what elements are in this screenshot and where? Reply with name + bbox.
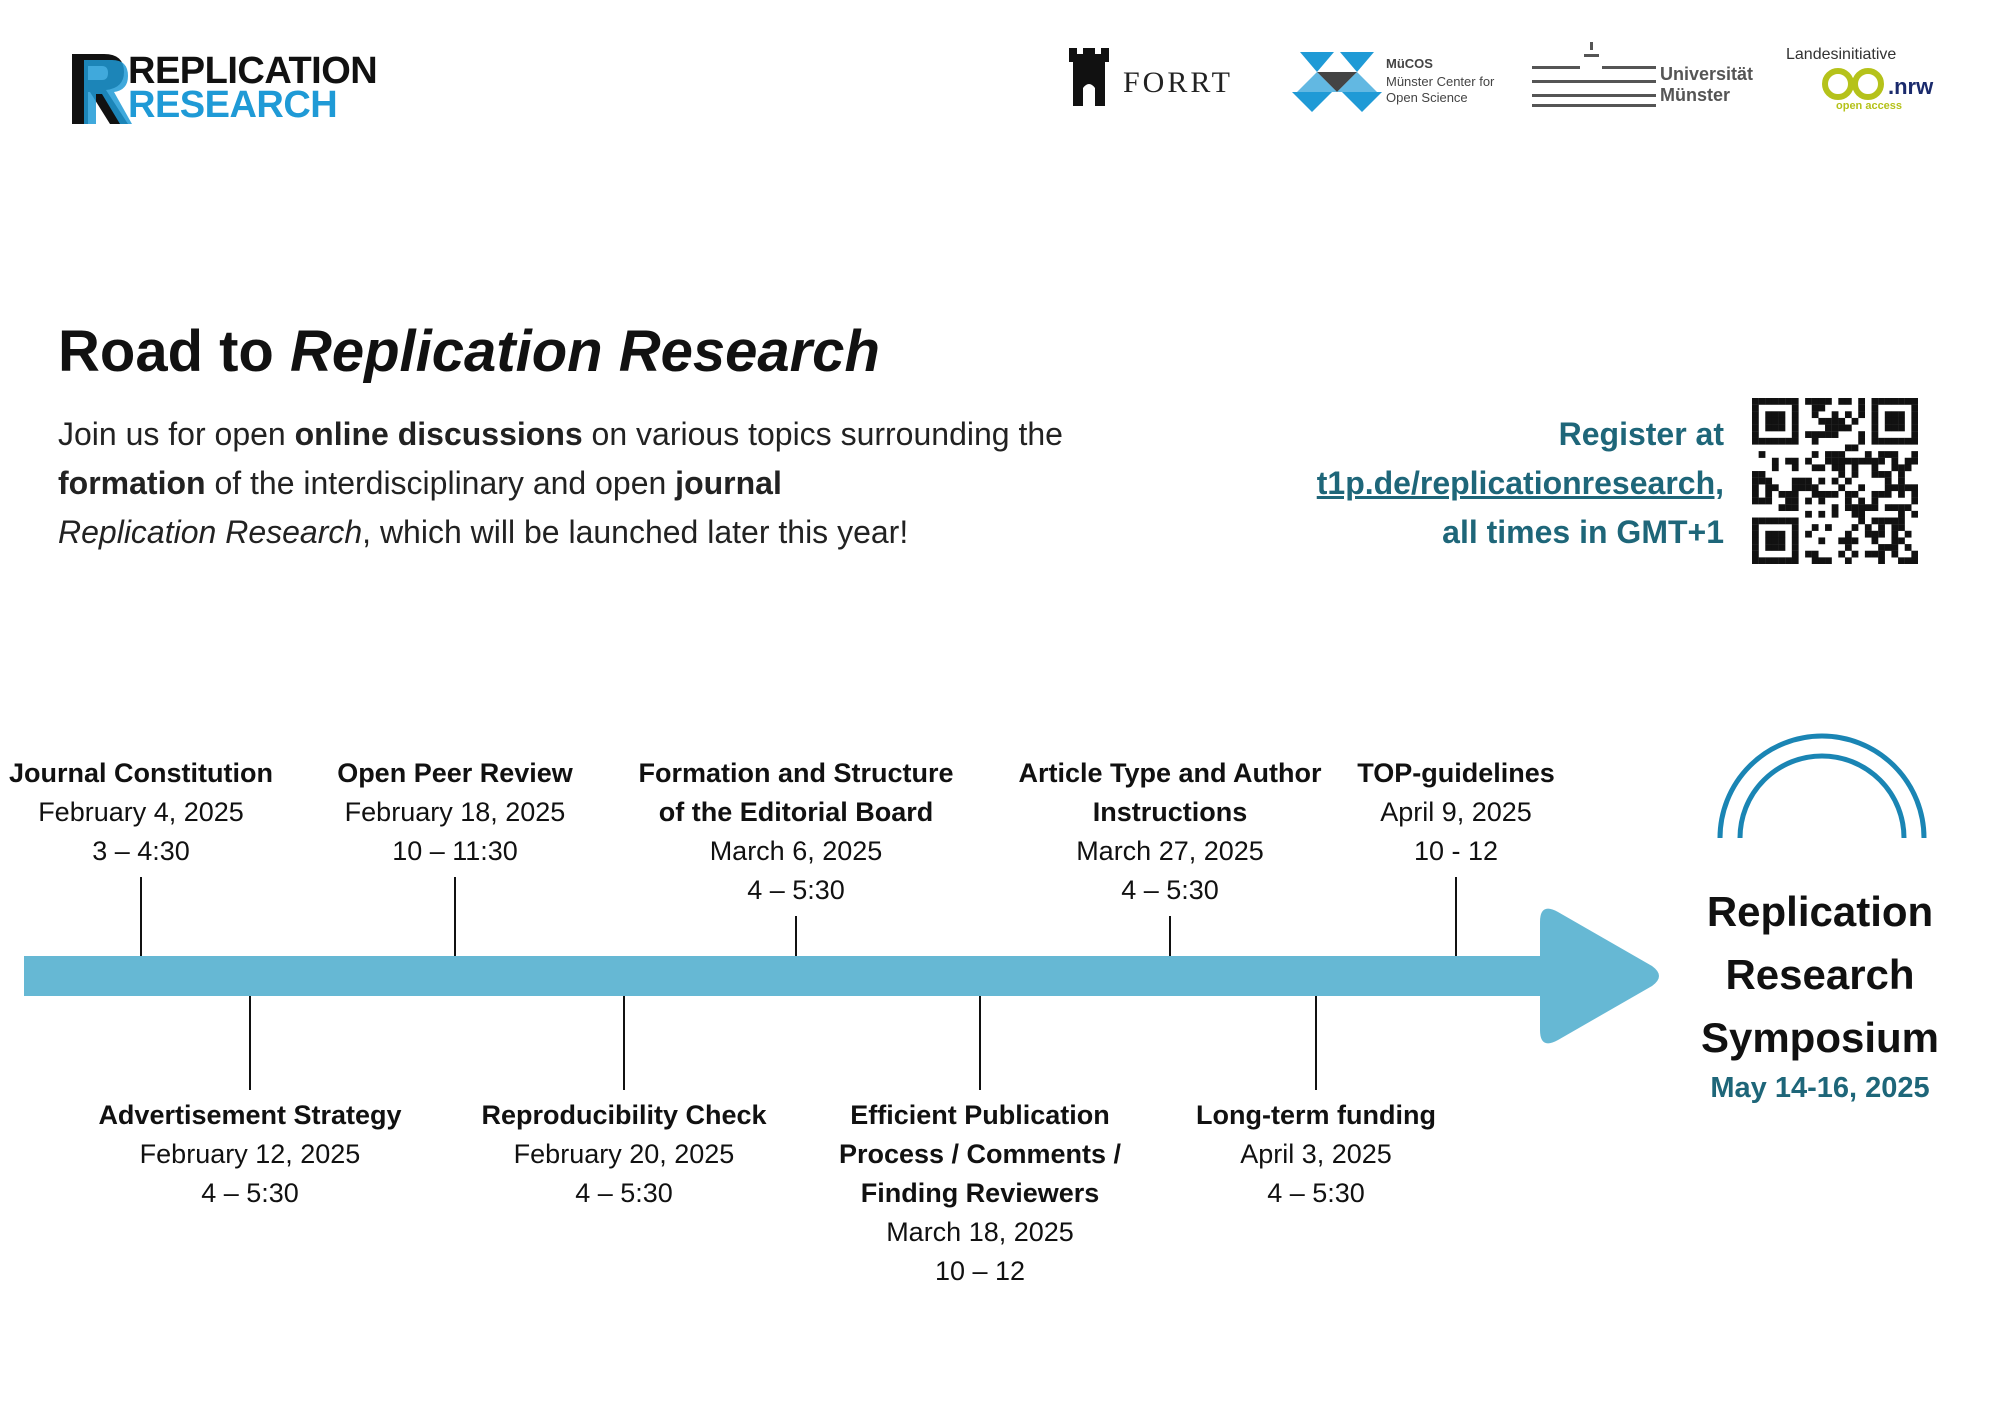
event-time: 10 – 11:30 (392, 836, 518, 866)
uni-line1: Universität (1660, 64, 1754, 84)
timeline-tick (249, 996, 251, 1090)
event-title: Formation and Structure (638, 758, 954, 788)
event-date: March 18, 2025 (886, 1217, 1074, 1247)
replication-research-logo: REPLICATION RESEARCH (70, 48, 390, 128)
timeline-bar (24, 956, 1544, 996)
symposium-title: Replication Research Symposium (1650, 880, 1990, 1069)
timeline-tick (454, 877, 456, 956)
intro-bold: online discussions (294, 416, 583, 452)
timeline-tick (140, 877, 142, 956)
intro-bold: journal (675, 465, 782, 501)
event-time: 10 – 12 (934, 1256, 1026, 1286)
title-italic: Replication Research (289, 319, 880, 384)
mucos-name: MüCOS (1386, 56, 1433, 71)
event-time: 4 – 5:30 (1267, 1178, 1365, 1208)
symposium-title-line: Research (1725, 951, 1915, 998)
timeline-tick (1455, 877, 1457, 956)
symposium-date: May 14-16, 2025 (1710, 1072, 1930, 1104)
timeline-arrowhead (1540, 908, 1659, 1044)
logo-text-research: RESEARCH (128, 84, 338, 126)
title-plain: Road to (58, 319, 290, 384)
register-link[interactable]: t1p.de/replicationresearch, (1316, 465, 1724, 501)
event-title: TOP-guidelines (1357, 758, 1555, 788)
event-title: Long-term funding (1196, 1100, 1436, 1130)
oa-rings-icon (1822, 68, 1884, 100)
oa-nrw-suffix: .nrw (1888, 74, 1934, 99)
register-timezone: all times in GMT+1 (1442, 514, 1724, 550)
intro-paragraph: Join us for open online discussions on v… (58, 410, 1138, 557)
rr-monogram-icon (72, 54, 132, 124)
event-title: of the Editorial Board (658, 797, 934, 827)
timeline-tick (795, 916, 797, 956)
event-title: Advertisement Strategy (98, 1100, 402, 1130)
event-title: Article Type and Author (1018, 758, 1322, 788)
event-title: Journal Constitution (9, 758, 273, 788)
symposium-arc-inner (1737, 753, 1907, 839)
intro-text: , which will be launched later this year… (362, 514, 909, 550)
timeline-tick (1315, 996, 1317, 1090)
event-date: April 9, 2025 (1380, 797, 1532, 827)
event-date: February 4, 2025 (38, 797, 244, 827)
timeline-tick (979, 996, 981, 1090)
intro-text: of the interdisciplinary and open (205, 465, 676, 501)
timeline-event: Formation and Structure of the Editorial … (576, 754, 1016, 910)
event-title: Open Peer Review (337, 758, 573, 788)
symposium-title-line: Replication (1706, 888, 1934, 935)
event-time: 4 – 5:30 (575, 1178, 673, 1208)
symposium-title-line: Symposium (1700, 1014, 1940, 1061)
event-title: Instructions (1092, 797, 1248, 827)
uni-emblem-icon (1532, 42, 1656, 107)
event-date: April 3, 2025 (1240, 1139, 1392, 1169)
event-time: 4 – 5:30 (747, 875, 845, 905)
event-date: March 27, 2025 (1076, 836, 1264, 866)
timeline-tick (1169, 916, 1171, 956)
event-date: February 12, 2025 (139, 1139, 361, 1169)
oa-nrw-logo: Landesinitiative .nrw open access (1786, 46, 1986, 116)
register-label: Register at (1558, 416, 1724, 452)
register-info: Register at t1p.de/replicationresearch, … (1317, 410, 1724, 557)
forrt-logo: FORRT (1063, 48, 1263, 108)
triangles-icon (1292, 52, 1382, 112)
event-time: 10 - 12 (1413, 836, 1499, 866)
event-date: February 20, 2025 (513, 1139, 735, 1169)
mucos-logo: MüCOS Münster Center for Open Science (1292, 50, 1512, 116)
uni-line2: Münster (1660, 85, 1731, 105)
oa-nrw-small: open access (1836, 100, 1903, 112)
event-date: February 18, 2025 (344, 797, 566, 827)
intro-text: on various topics surrounding the (582, 416, 1063, 452)
forrt-text: FORRT (1123, 66, 1233, 99)
timeline-tick (623, 996, 625, 1090)
qr-code-icon[interactable] (1752, 398, 1918, 564)
event-title: Reproducibility Check (481, 1100, 767, 1130)
event-title: Process / Comments / (838, 1139, 1122, 1169)
logo-text-replication: REPLICATION (128, 50, 378, 92)
event-time: 4 – 5:30 (201, 1178, 299, 1208)
event-title: Finding Reviewers (860, 1178, 1100, 1208)
mucos-subtitle: Münster Center for Open Science (1386, 74, 1495, 105)
intro-italic: Replication Research (58, 514, 363, 550)
uni-muenster-logo: Universität Münster (1532, 42, 1772, 112)
event-title: Efficient Publication (850, 1100, 1110, 1130)
page-title: Road to Replication Research (58, 318, 880, 385)
event-date: March 6, 2025 (709, 836, 883, 866)
symposium-arc-outer (1717, 733, 1927, 839)
castle-tower-icon (1069, 48, 1109, 106)
uni-muenster-text: Universität Münster (1660, 64, 1753, 106)
intro-text: Join us for open (58, 416, 295, 452)
intro-bold: formation (58, 465, 206, 501)
event-time: 4 – 5:30 (1121, 875, 1219, 905)
oa-nrw-top-text: Landesinitiative (1786, 46, 1897, 63)
event-time: 3 – 4:30 (92, 836, 190, 866)
